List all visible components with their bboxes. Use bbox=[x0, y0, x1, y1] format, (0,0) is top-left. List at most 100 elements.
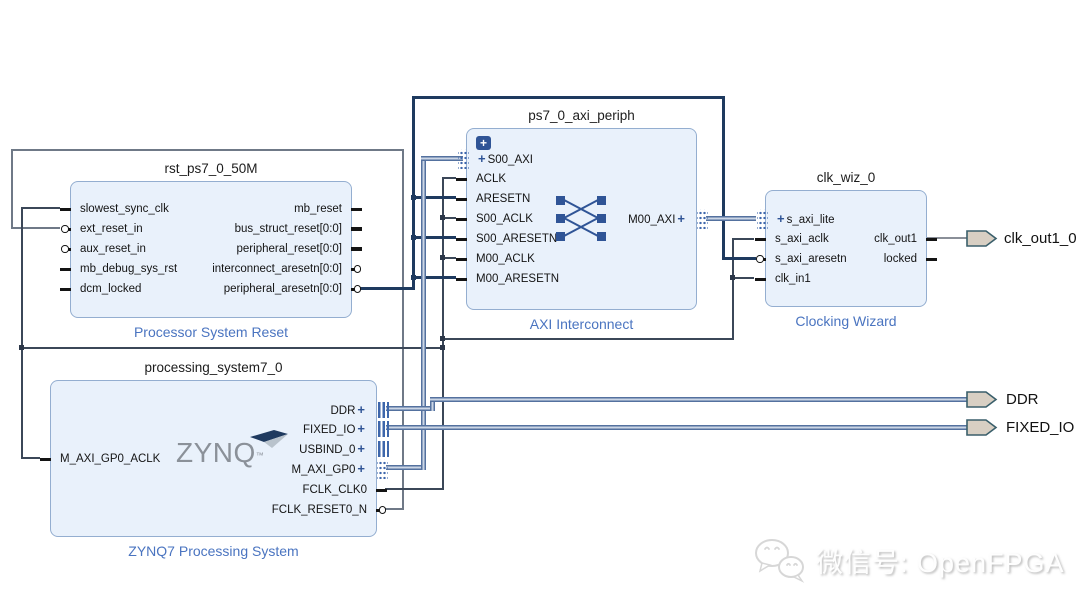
inversion-bubble-icon bbox=[378, 506, 386, 514]
bus-fixed-io[interactable] bbox=[386, 425, 968, 430]
port-mb-debug-sys-rst[interactable]: mb_debug_sys_rst bbox=[60, 259, 177, 279]
port-clk-out1[interactable]: clk_out1 bbox=[874, 229, 937, 249]
inversion-bubble-icon bbox=[61, 245, 69, 253]
wire-fclk-clk0[interactable] bbox=[385, 488, 444, 490]
wire-fclk-clk0[interactable] bbox=[443, 217, 456, 219]
wire-fclk-clk0[interactable] bbox=[442, 177, 444, 490]
bus-m00-axi[interactable] bbox=[706, 216, 756, 221]
external-port-fixed-io-icon[interactable] bbox=[966, 419, 998, 436]
wire-fclk-reset[interactable] bbox=[11, 149, 404, 151]
wire-fclk-clk0[interactable] bbox=[443, 257, 456, 259]
wire-fclk-reset[interactable] bbox=[384, 508, 404, 510]
expand-interface-icon[interactable] bbox=[355, 439, 367, 459]
wire-fclk-clk0[interactable] bbox=[22, 347, 443, 349]
wire-fclk-clk0[interactable] bbox=[732, 238, 734, 340]
wire-fclk-clk0[interactable] bbox=[443, 177, 456, 179]
ip-block-clk-wiz[interactable]: clk_wiz_0 s_axi_lite s_axi_aclk s_axi_ar… bbox=[755, 170, 937, 329]
external-port-label-clk-out1-0[interactable]: clk_out1_0 bbox=[1004, 230, 1077, 247]
bus-ddr[interactable] bbox=[386, 406, 435, 411]
wire-fclk-reset[interactable] bbox=[402, 149, 404, 510]
wire-peripheral-aresetn[interactable] bbox=[414, 196, 456, 199]
wire-fclk-clk0[interactable] bbox=[21, 207, 23, 459]
external-port-ddr-icon[interactable] bbox=[966, 391, 998, 408]
bus-ddr[interactable] bbox=[430, 397, 435, 411]
port-s-axi-lite[interactable]: s_axi_lite bbox=[757, 209, 835, 229]
port-bus-struct-reset[interactable]: bus_struct_reset[0:0] bbox=[234, 219, 362, 239]
pin-stub bbox=[456, 178, 467, 181]
wire-fclk-clk0[interactable] bbox=[443, 338, 734, 340]
port-dcm-locked[interactable]: dcm_locked bbox=[60, 279, 141, 299]
wire-fclk-clk0[interactable] bbox=[22, 457, 40, 459]
ip-block-axi-interconnect[interactable]: ps7_0_axi_periph S00_AXI ACLK ARESETN S0… bbox=[456, 108, 708, 332]
port-fixed-io[interactable]: FIXED_IO bbox=[303, 419, 389, 439]
port-slowest-sync-clk[interactable]: slowest_sync_clk bbox=[60, 199, 169, 219]
port-ddr[interactable]: DDR bbox=[330, 400, 389, 420]
port-aux-reset-in[interactable]: aux_reset_in bbox=[61, 239, 146, 259]
wire-fclk-clk0[interactable] bbox=[22, 207, 60, 209]
wire-clk-out1[interactable] bbox=[925, 237, 968, 239]
port-label: S00_ACLK bbox=[476, 213, 533, 225]
port-s00-aclk[interactable]: S00_ACLK bbox=[456, 209, 533, 229]
port-fclk-clk0[interactable]: FCLK_CLK0 bbox=[302, 480, 387, 500]
port-s00-aresetn[interactable]: S00_ARESETN bbox=[456, 229, 557, 249]
bus-ddr[interactable] bbox=[430, 397, 968, 402]
wire-fclk-reset[interactable] bbox=[11, 149, 13, 229]
pin-stub bbox=[926, 238, 937, 241]
port-m-axi-gp0-aclk[interactable]: M_AXI_GP0_ACLK bbox=[40, 449, 160, 469]
port-label: M00_AXI bbox=[628, 214, 676, 226]
bus-m-axi-gp0[interactable] bbox=[421, 156, 463, 161]
port-s-axi-aresetn[interactable]: s_axi_aresetn bbox=[756, 249, 847, 269]
port-ext-reset-in[interactable]: ext_reset_in bbox=[61, 219, 143, 239]
port-usbind-0[interactable]: USBIND_0 bbox=[299, 439, 389, 459]
wire-junction bbox=[730, 275, 735, 280]
expand-interface-icon[interactable] bbox=[355, 459, 367, 479]
expand-interface-icon[interactable] bbox=[775, 209, 787, 229]
port-locked[interactable]: locked bbox=[884, 249, 937, 269]
port-s-axi-aclk[interactable]: s_axi_aclk bbox=[755, 229, 829, 249]
wire-peripheral-aresetn[interactable] bbox=[412, 96, 725, 99]
port-m00-aresetn[interactable]: M00_ARESETN bbox=[456, 269, 559, 289]
interface-pin-icon bbox=[377, 459, 388, 479]
wire-peripheral-aresetn[interactable] bbox=[722, 257, 756, 260]
port-m00-aclk[interactable]: M00_ACLK bbox=[456, 249, 535, 269]
ip-block-rst-ps7-0-50m[interactable]: rst_ps7_0_50M slowest_sync_clk ext_reset… bbox=[60, 161, 362, 340]
ip-block-zynq-ps[interactable]: processing_system7_0 M_AXI_GP0_ACLK DDR … bbox=[40, 360, 389, 559]
pin-stub bbox=[60, 268, 71, 271]
port-peripheral-reset[interactable]: peripheral_reset[0:0] bbox=[237, 239, 362, 259]
port-fclk-reset0-n[interactable]: FCLK_RESET0_N bbox=[272, 500, 386, 520]
wire-peripheral-aresetn[interactable] bbox=[414, 236, 456, 239]
port-label: ARESETN bbox=[476, 193, 531, 205]
port-interconnect-aresetn[interactable]: interconnect_aresetn[0:0] bbox=[212, 259, 361, 279]
wire-peripheral-aresetn[interactable] bbox=[414, 276, 456, 279]
port-m-axi-gp0[interactable]: M_AXI_GP0 bbox=[291, 459, 388, 479]
bus-m-axi-gp0[interactable] bbox=[386, 465, 426, 470]
port-clk-in1[interactable]: clk_in1 bbox=[755, 269, 811, 289]
wire-fclk-clk0[interactable] bbox=[733, 238, 754, 240]
port-label: M00_ACLK bbox=[476, 253, 535, 265]
wire-junction bbox=[440, 345, 445, 350]
port-aclk[interactable]: ACLK bbox=[456, 169, 506, 189]
expand-interface-icon[interactable] bbox=[675, 209, 687, 229]
external-port-clk-out1-0-icon[interactable] bbox=[966, 230, 998, 247]
port-m00-axi[interactable]: M00_AXI bbox=[628, 209, 708, 229]
external-port-label-fixed-io[interactable]: FIXED_IO bbox=[1006, 419, 1075, 436]
wire-fclk-reset[interactable] bbox=[11, 227, 60, 229]
port-s00-axi[interactable]: S00_AXI bbox=[458, 149, 533, 169]
pin-stub bbox=[456, 278, 467, 281]
port-label: bus_struct_reset[0:0] bbox=[234, 223, 342, 235]
expand-block-button[interactable] bbox=[476, 136, 491, 150]
external-port-label-ddr[interactable]: DDR bbox=[1006, 391, 1039, 408]
wire-fclk-clk0[interactable] bbox=[733, 277, 754, 279]
expand-interface-icon[interactable] bbox=[476, 149, 488, 169]
pin-stub bbox=[40, 458, 51, 461]
port-aresetn[interactable]: ARESETN bbox=[456, 189, 531, 209]
port-mb-reset[interactable]: mb_reset bbox=[294, 199, 362, 219]
expand-interface-icon[interactable] bbox=[355, 419, 367, 439]
bus-m-axi-gp0[interactable] bbox=[421, 156, 426, 470]
wire-peripheral-aresetn[interactable] bbox=[412, 96, 415, 290]
expand-interface-icon[interactable] bbox=[355, 400, 367, 420]
interface-pin-icon bbox=[378, 421, 389, 437]
wire-peripheral-aresetn[interactable] bbox=[360, 287, 415, 290]
wire-peripheral-aresetn[interactable] bbox=[722, 96, 725, 260]
port-peripheral-aresetn[interactable]: peripheral_aresetn[0:0] bbox=[224, 279, 361, 299]
